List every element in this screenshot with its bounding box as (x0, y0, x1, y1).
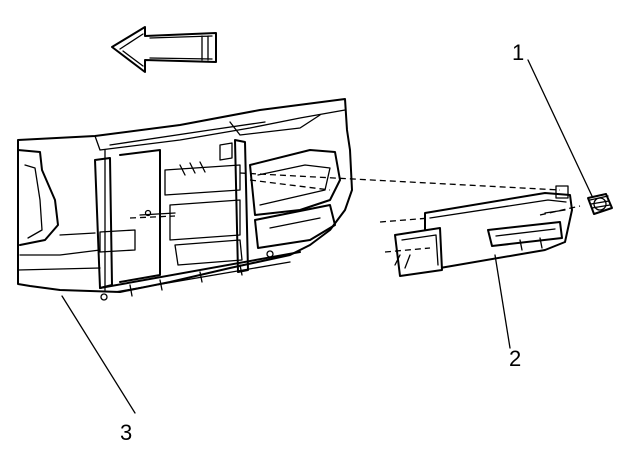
leader-line-3 (61, 295, 136, 414)
left-arrow-icon (111, 26, 217, 73)
part-2-bracket (394, 185, 573, 277)
alignment-lines (129, 172, 581, 253)
part-3-frame-assembly (17, 98, 353, 301)
callout-1: 1 (512, 40, 524, 65)
callout-3: 3 (120, 420, 132, 445)
callout-2: 2 (509, 346, 521, 371)
part-1-bolt (587, 193, 613, 215)
leader-line-1 (527, 59, 593, 197)
leader-line-2 (494, 254, 511, 349)
